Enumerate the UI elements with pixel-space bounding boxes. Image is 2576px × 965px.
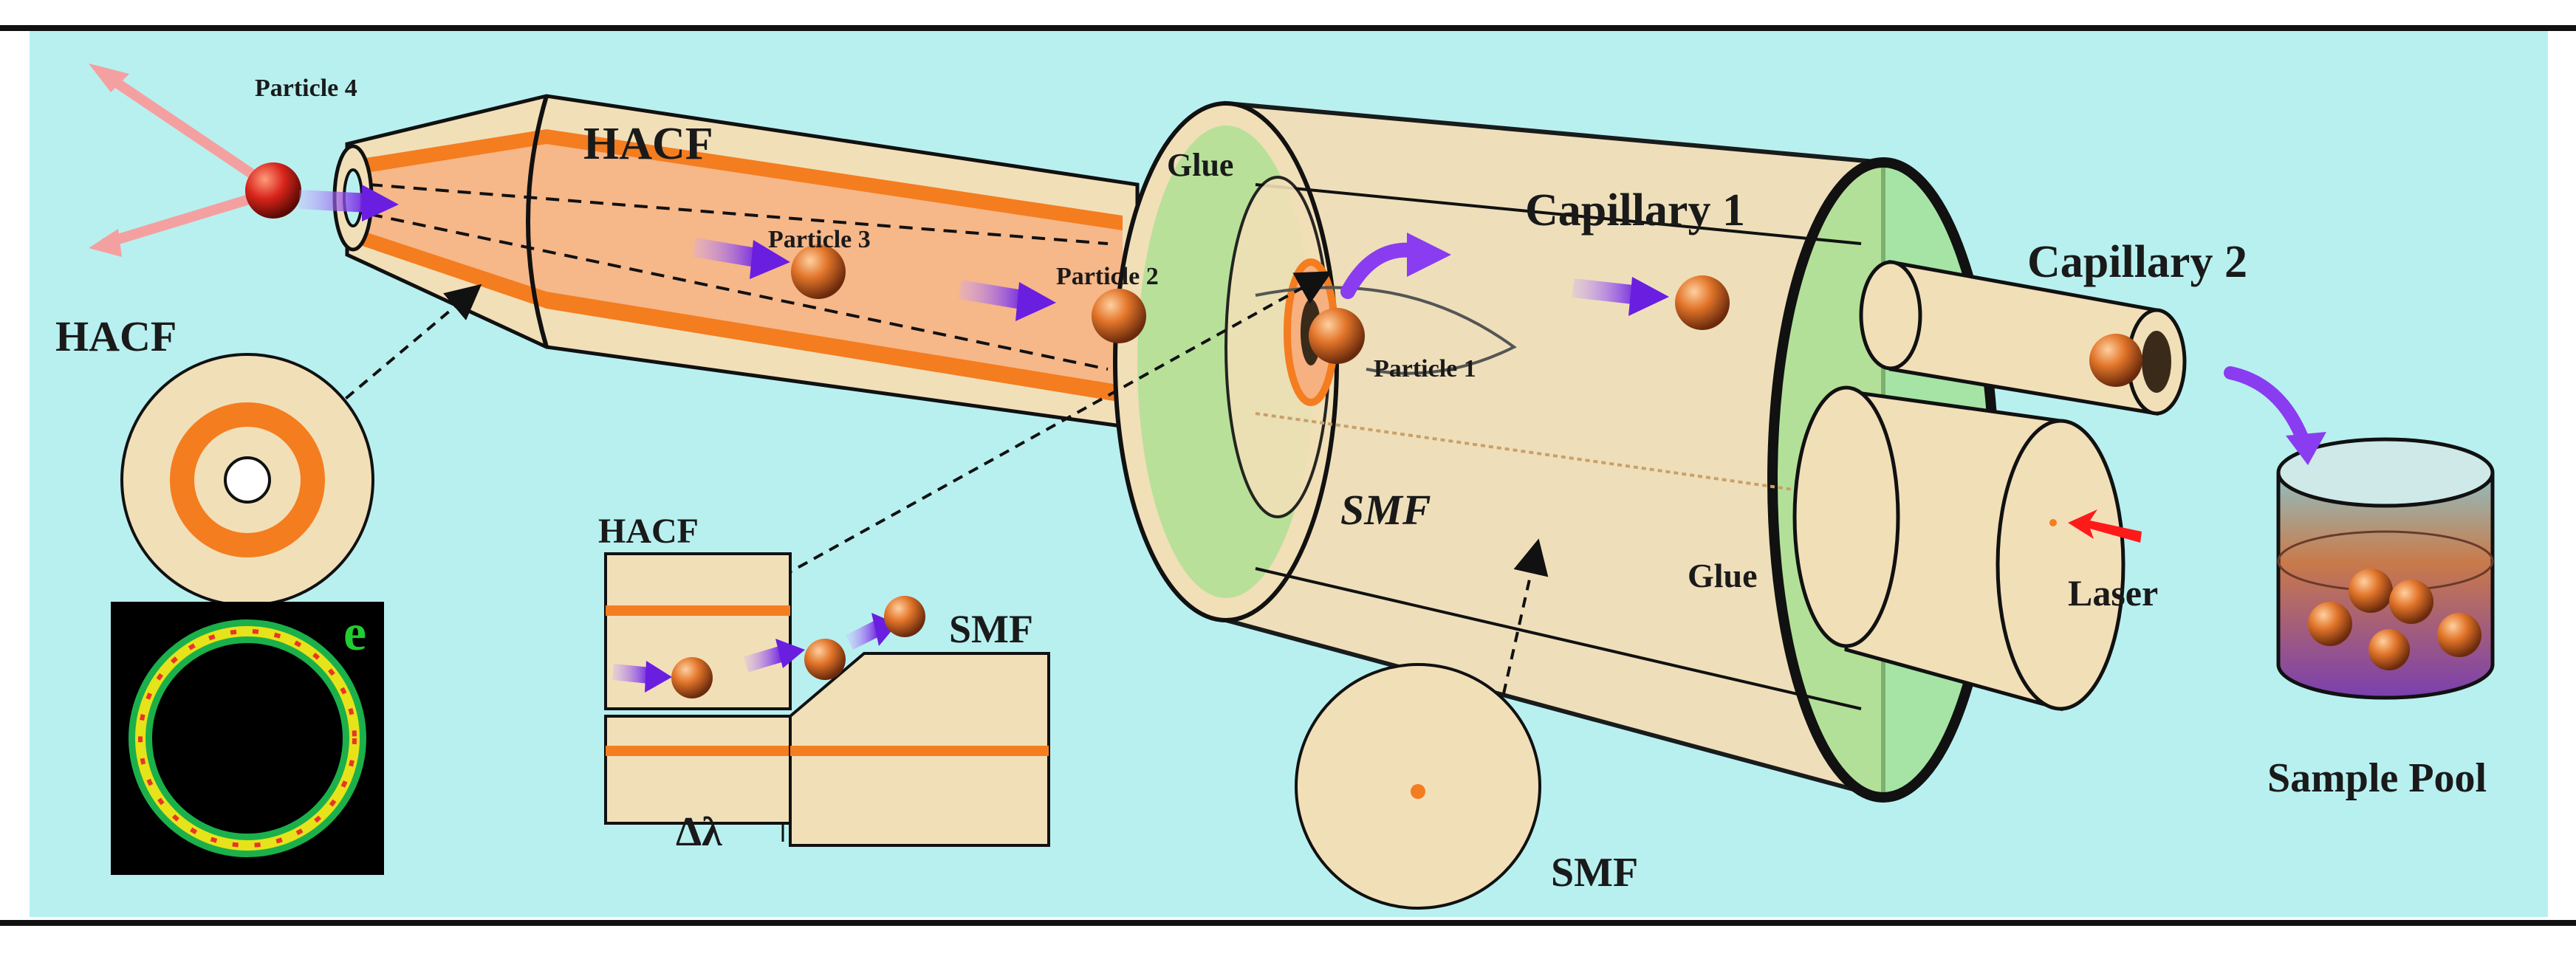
particle-4 — [89, 63, 399, 257]
label-particle-2: Particle 2 — [1056, 263, 1159, 290]
laser-arrow — [2068, 509, 2142, 543]
label-particle-4: Particle 4 — [255, 75, 357, 102]
label-laser: Laser — [2068, 572, 2158, 614]
smf-cross-section — [1295, 663, 1541, 910]
label-hacf-top: HACF — [583, 119, 713, 169]
detail-pointer — [782, 271, 1332, 577]
label-delta-lambda: Δλ — [676, 809, 722, 855]
label-capillary-2: Capillary 2 — [2027, 237, 2247, 287]
particle-1 — [1309, 233, 1451, 364]
label-particle-1: Particle 1 — [1374, 355, 1476, 382]
label-particle-3: Particle 3 — [768, 226, 871, 253]
mode-field-image — [111, 602, 384, 875]
hacf-section-pointer — [331, 284, 482, 411]
label-hacf-detail: HACF — [598, 512, 699, 551]
particle-3 — [692, 238, 846, 299]
label-mode-e: e — [343, 605, 366, 662]
smf-section-pointer — [1490, 538, 1549, 746]
label-glue-front: Glue — [1167, 147, 1233, 183]
smf-cylinder — [1792, 385, 2125, 712]
label-hacf-section: HACF — [55, 312, 177, 360]
junction-detail — [604, 552, 1050, 847]
particle-2 — [958, 280, 1146, 343]
capillary-2 — [1859, 260, 2187, 416]
label-smf-main: SMF — [1340, 486, 1431, 534]
label-smf-detail: SMF — [949, 607, 1033, 651]
label-glue-back: Glue — [1688, 557, 1758, 594]
hacf-cross-section — [120, 353, 374, 607]
label-smf-section: SMF — [1551, 850, 1638, 896]
label-sample-pool: Sample Pool — [2267, 755, 2487, 801]
label-capillary-1: Capillary 1 — [1525, 185, 1745, 236]
sample-pool — [2276, 437, 2495, 700]
particle-capillary-1 — [1572, 275, 1730, 330]
particle-capillary-2 — [2089, 334, 2142, 387]
